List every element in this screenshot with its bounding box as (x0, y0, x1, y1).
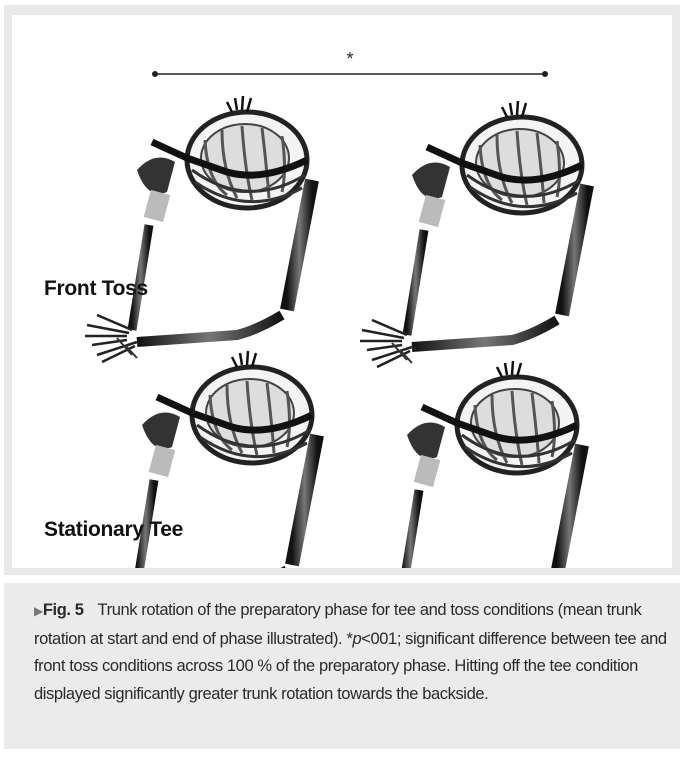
caption-star: * (346, 629, 353, 648)
skeleton-front-toss-start (85, 96, 312, 362)
skeleton-stationary-tee-end (355, 361, 582, 568)
caption-text-1: Trunk rotation of the preparatory phase … (34, 601, 642, 648)
condition-label-stationary-tee: Stationary Tee (44, 518, 183, 541)
figure-label: Fig. 5 (42, 601, 84, 619)
figure-panel: * Front Toss Stationary Tee (12, 15, 672, 568)
triangle-right-icon: ▶ (34, 604, 43, 618)
figure-illustration: * (12, 49, 672, 568)
significance-bar (152, 71, 548, 77)
caption-text-2: <001; significant difference between tee… (34, 629, 667, 703)
caption-p-value: p (352, 629, 362, 648)
skeleton-front-toss-end (360, 101, 587, 367)
significance-asterisk: * (346, 49, 353, 69)
condition-label-front-toss: Front Toss (44, 277, 148, 300)
